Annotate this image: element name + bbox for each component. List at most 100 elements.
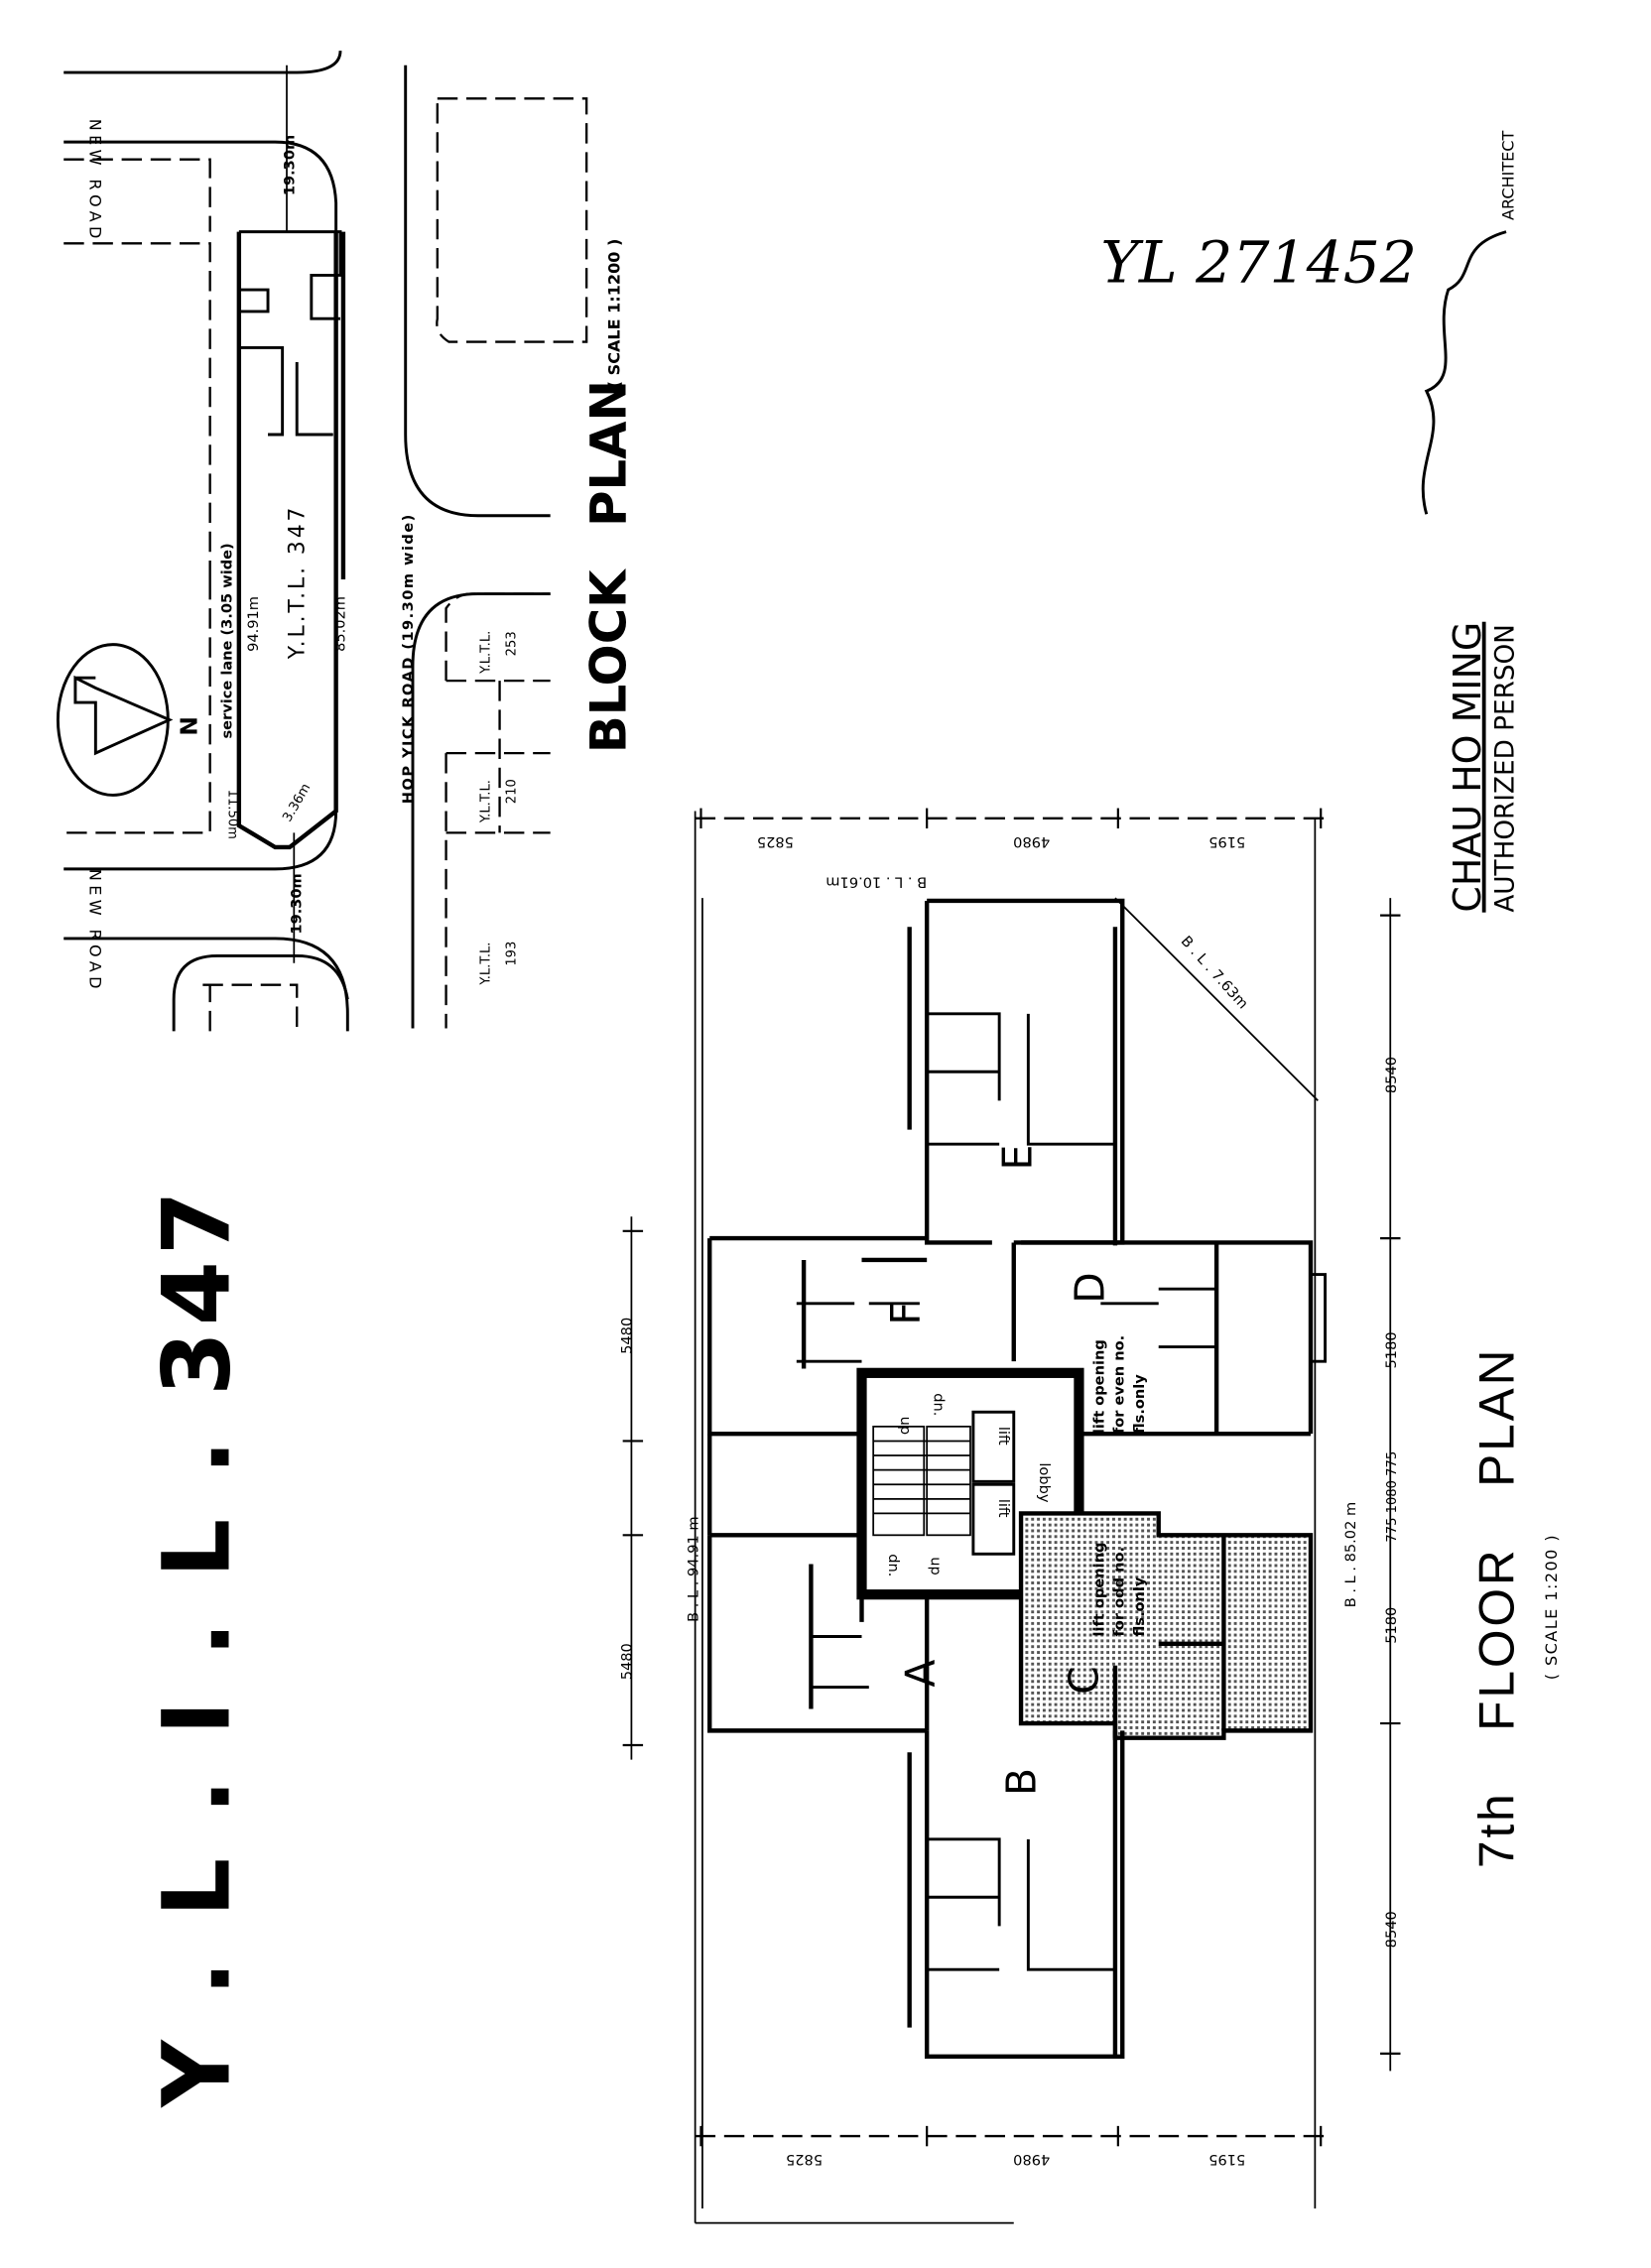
boundary-dim-south: 85.02m bbox=[331, 596, 348, 652]
unit-label-b: B bbox=[998, 1768, 1046, 1796]
bl-top: B . L . 10.61m bbox=[826, 874, 927, 891]
note-line: for odd no. bbox=[1111, 1547, 1128, 1637]
lot-name: Y.L.T.L. bbox=[478, 780, 493, 823]
unit-label-c: C bbox=[1060, 1666, 1107, 1695]
note-line: fls.only bbox=[1131, 1374, 1148, 1434]
opposite-block bbox=[436, 97, 588, 343]
bl-left: B . L . 94.91 m bbox=[686, 1516, 702, 1622]
stair-treads bbox=[873, 1440, 970, 1515]
reference-number: YL 271452 bbox=[1100, 229, 1417, 297]
lift-car-1 bbox=[971, 1410, 1016, 1483]
new-road-label: NEW ROAD bbox=[85, 119, 104, 243]
north-arrow-circle bbox=[56, 643, 170, 797]
signature-block: YL 271452 ARCHITECT CHAU HO MING AUTHORI… bbox=[1100, 130, 1520, 912]
dim-right: 5180 bbox=[1383, 1607, 1400, 1644]
dimension-line bbox=[695, 817, 1326, 2138]
block-plan: N NEW ROAD NEW ROAD 19.30m 19.30m servic… bbox=[56, 51, 638, 1032]
lobby-label: lobby bbox=[1036, 1462, 1053, 1502]
wing-b bbox=[907, 1730, 1125, 2059]
bl-diag: B . L . 7.63m bbox=[1178, 933, 1252, 1012]
road-edge bbox=[404, 64, 551, 518]
unit-label-f: F bbox=[882, 1302, 930, 1325]
stair-up-label: up bbox=[928, 1557, 945, 1575]
lot-number: 253 bbox=[505, 631, 520, 656]
dim-top: 5825 bbox=[757, 833, 794, 850]
dimension-ticks bbox=[622, 808, 1401, 2147]
wing-d-rooms bbox=[1100, 1273, 1328, 1363]
dim-bottom: 5825 bbox=[786, 2151, 823, 2168]
block-plan-scale: ( SCALE 1:1200 ) bbox=[605, 239, 624, 389]
corner-dim: 3.36m bbox=[280, 781, 314, 824]
road-edge bbox=[172, 954, 349, 1032]
wing-b-rooms bbox=[927, 1837, 1115, 1971]
north-arrow-icon bbox=[73, 675, 174, 756]
floor-plan-scale: ( SCALE 1:200 ) bbox=[1542, 1534, 1561, 1680]
road-edge bbox=[64, 51, 342, 74]
unit-label-d: D bbox=[1066, 1272, 1113, 1303]
dim-bottom: 5195 bbox=[1208, 2151, 1245, 2168]
lift-label: lift bbox=[995, 1427, 1012, 1446]
service-lane-label: service lane (3.05 wide) bbox=[219, 543, 236, 738]
authorized-person-name: CHAU HO MING bbox=[1446, 622, 1489, 913]
architect-label: ARCHITECT bbox=[1498, 130, 1517, 219]
drawing-title: Y . L . I . L . 347 bbox=[144, 1185, 252, 2107]
road-width-dim: 19.30m bbox=[281, 135, 298, 195]
note-line: for even no. bbox=[1111, 1335, 1128, 1434]
block-plan-title: BLOCK PLAN bbox=[580, 380, 638, 753]
lot-number: 210 bbox=[505, 779, 520, 804]
main-road-label: HOP YICK ROAD (19.30m wide) bbox=[400, 513, 417, 804]
unit-label-e: E bbox=[993, 1145, 1041, 1171]
boundary-dim-north: 94.91m bbox=[245, 596, 262, 652]
floor-plan: E F D A C B up dn. dn. up lift lift lobb… bbox=[618, 808, 1561, 2224]
stair-up-label: up bbox=[897, 1417, 914, 1436]
dim-left: 5480 bbox=[618, 1318, 635, 1354]
wing-c bbox=[1018, 1511, 1314, 1740]
unit-label-a: A bbox=[896, 1660, 944, 1688]
lot-name: Y.L.T.L. bbox=[478, 943, 493, 986]
opposite-block bbox=[202, 983, 299, 1032]
lot-label: Y.L.T.L. 347 bbox=[286, 505, 311, 661]
dim-right: 8540 bbox=[1383, 1057, 1400, 1093]
neighbour-lot: Y.L.T.L. 253 bbox=[478, 631, 519, 675]
end-dim: 11.50m bbox=[225, 790, 240, 839]
note-line: lift opening bbox=[1090, 1339, 1107, 1434]
wing-f bbox=[707, 1235, 928, 1437]
building-line-diag bbox=[1114, 897, 1319, 1102]
signature bbox=[1421, 230, 1507, 515]
wing-f-rooms bbox=[796, 1302, 920, 1363]
dim-right: 5180 bbox=[1383, 1331, 1400, 1368]
service-lane bbox=[64, 578, 211, 834]
stair-dn-label: dn. bbox=[930, 1393, 947, 1416]
neighbour-lot: Y.L.T.L. 210 bbox=[478, 779, 519, 823]
authorized-person-role: AUTHORIZED PERSON bbox=[1490, 624, 1520, 913]
dimension-line bbox=[630, 811, 1392, 2224]
middle-block bbox=[707, 1434, 1081, 1538]
lot-number: 193 bbox=[505, 942, 520, 966]
note-line: lift opening bbox=[1090, 1543, 1107, 1637]
stair-dn-label: dn. bbox=[885, 1554, 902, 1576]
dim-top: 4980 bbox=[1013, 833, 1050, 850]
dim-small: 775 1080 775 bbox=[1385, 1451, 1400, 1543]
dim-left: 5480 bbox=[618, 1643, 635, 1680]
lift-note-odd: lift opening for odd no. fls.only bbox=[1090, 1543, 1148, 1637]
staircase-2 bbox=[926, 1425, 971, 1537]
staircase-1 bbox=[872, 1425, 926, 1537]
north-label: N bbox=[176, 716, 203, 736]
road-width-dim: 19.30m bbox=[289, 873, 306, 934]
lift-car-2 bbox=[971, 1482, 1016, 1556]
dim-bottom: 4980 bbox=[1013, 2151, 1050, 2168]
dim-top: 5195 bbox=[1208, 833, 1245, 850]
note-line: fls.only bbox=[1131, 1576, 1148, 1636]
lift-note-even: lift opening for even no. fls.only bbox=[1090, 1335, 1148, 1434]
site-building bbox=[238, 230, 342, 437]
floor-plan-title: 7th FLOOR PLAN bbox=[1468, 1347, 1524, 1868]
new-road-label: NEW ROAD bbox=[85, 869, 104, 993]
wing-a-rooms bbox=[811, 1635, 869, 1690]
wing-c-rooms bbox=[1112, 1535, 1226, 1738]
lift-label: lift bbox=[995, 1499, 1012, 1518]
bl-right: B . L . 85.02 m bbox=[1342, 1502, 1359, 1608]
wing-e-rooms bbox=[927, 1012, 1115, 1146]
dim-right: 8540 bbox=[1383, 1911, 1400, 1948]
wing-d bbox=[1011, 1240, 1314, 1437]
